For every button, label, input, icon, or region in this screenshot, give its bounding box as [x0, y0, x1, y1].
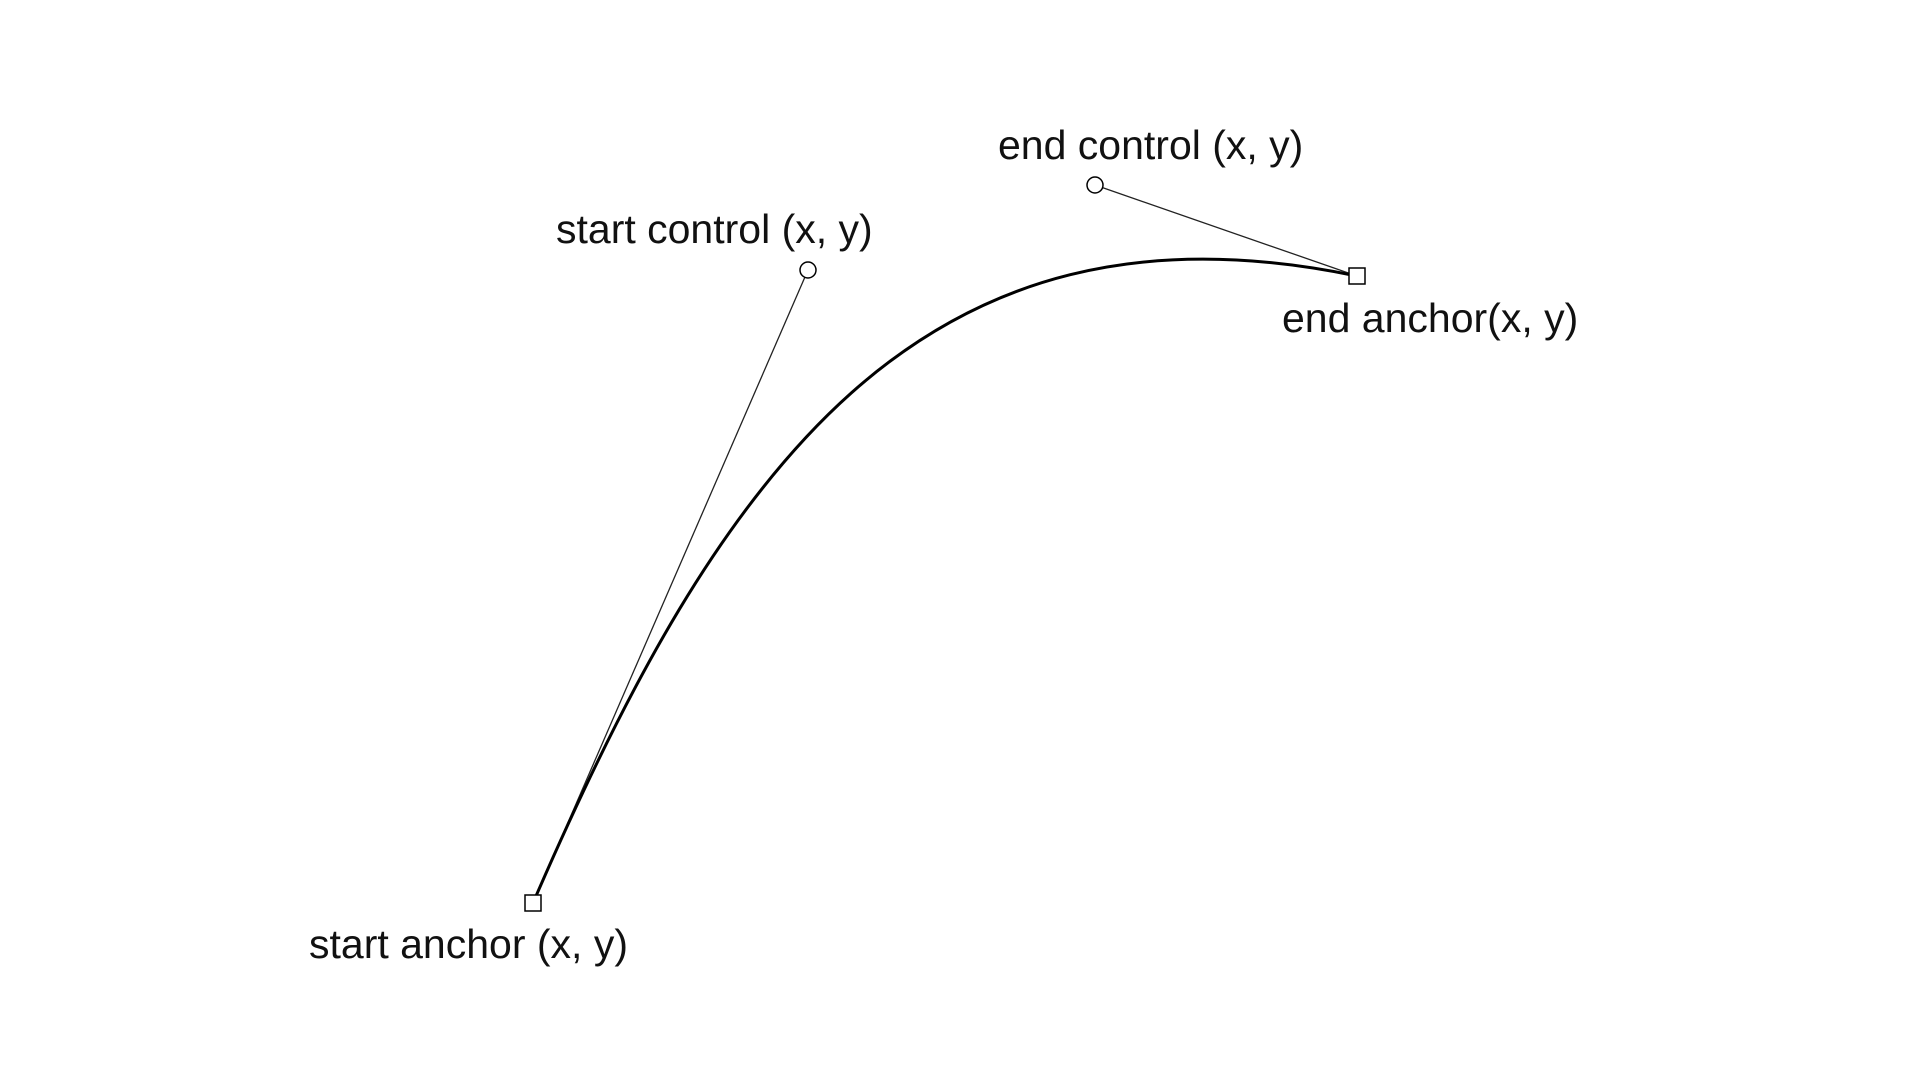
end-handle-line	[1094, 184, 1358, 277]
start-anchor-point[interactable]	[524, 894, 542, 912]
end-control-point[interactable]	[1086, 176, 1104, 194]
start-control-label: start control (x, y)	[556, 206, 873, 252]
bezier-curve	[531, 257, 1358, 904]
end-control-label: end control (x, y)	[998, 122, 1303, 168]
end-anchor-label: end anchor(x, y)	[1282, 295, 1578, 341]
start-anchor-label: start anchor (x, y)	[309, 921, 628, 967]
end-anchor-point[interactable]	[1348, 267, 1366, 285]
start-control-point[interactable]	[799, 261, 817, 279]
